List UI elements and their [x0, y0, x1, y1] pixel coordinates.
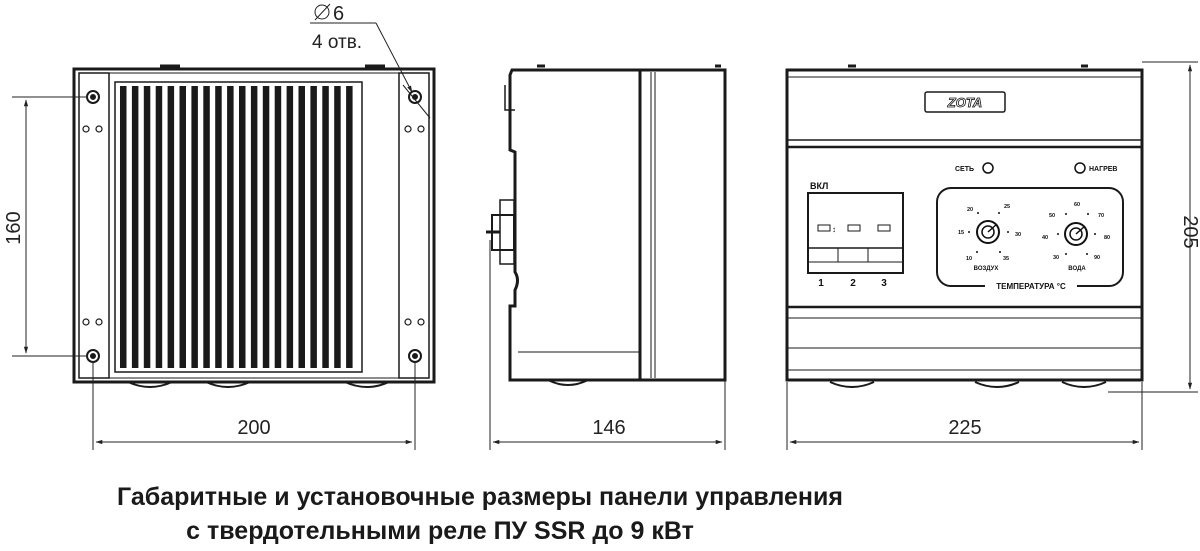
- radiator-fin: [298, 86, 305, 368]
- air-scale-30: 30: [1015, 232, 1021, 238]
- radiator-fin: [250, 86, 258, 368]
- air-scale-25: 25: [1004, 204, 1010, 210]
- caption-line-1: Габаритные и установочные размеры панели…: [117, 483, 843, 511]
- radiator-fin: [274, 86, 282, 368]
- side-view: [486, 64, 727, 386]
- radiator-fin: [286, 86, 294, 368]
- knob-water-label: ВОДА: [1068, 266, 1086, 272]
- radiator-fin: [262, 86, 270, 368]
- water-scale-60: 60: [1074, 202, 1080, 208]
- air-scale-20: 20: [967, 207, 973, 213]
- water-scale-40: 40: [1042, 235, 1048, 241]
- radiator-fin: [346, 86, 353, 368]
- indicator-heating-label: НАГРЕВ: [1089, 166, 1117, 173]
- breaker-pole-1: 1: [818, 278, 824, 289]
- breaker-label: ВКЛ: [810, 181, 828, 191]
- hole-callout: [310, 3, 431, 119]
- indicator-heating-icon: [1074, 162, 1086, 174]
- knob-water-icon: [1064, 222, 1088, 246]
- dimension-depth-side-label: 146: [592, 417, 625, 439]
- hole-count-label: 4 отв.: [312, 32, 362, 53]
- dimension-width-front: [92, 362, 416, 450]
- knob-air-label: ВОЗДУХ: [974, 266, 999, 272]
- radiator-fin: [155, 86, 163, 368]
- dimension-width-right-label: 225: [948, 417, 981, 439]
- breaker-on-mark: ↕: [832, 225, 836, 234]
- dimension-height-right-label: 205: [1179, 215, 1200, 248]
- dimension-height-left: [12, 96, 88, 357]
- dimension-height-right: [1108, 61, 1198, 393]
- water-scale-70: 70: [1098, 213, 1104, 219]
- water-scale-80: 80: [1104, 235, 1110, 241]
- radiator-fin: [322, 86, 329, 368]
- hole-diameter-label: 6: [333, 3, 344, 25]
- dimension-width-right: [786, 382, 1143, 450]
- breaker-pole-3: 3: [881, 278, 887, 289]
- dimension-width-front-label: 200: [237, 417, 270, 439]
- radiator-fin: [191, 86, 198, 368]
- indicator-network-icon: [982, 162, 994, 174]
- breaker-pole-2: 2: [850, 278, 856, 289]
- radiator-fin: [167, 86, 175, 368]
- temperature-label: ТЕМПЕРАТУРА °С: [996, 282, 1066, 291]
- caption-line-2: с твердотельными реле ПУ SSR до 9 кВт: [186, 517, 694, 545]
- water-scale-50: 50: [1049, 213, 1055, 219]
- knob-air-icon: [976, 220, 1000, 244]
- air-scale-35: 35: [1003, 256, 1009, 262]
- radiator-fin: [227, 86, 234, 368]
- water-scale-90: 90: [1094, 255, 1100, 261]
- mounting-hole-icon: [86, 90, 422, 363]
- radiator-fin: [143, 86, 151, 368]
- indicator-network-label: СЕТЬ: [955, 166, 974, 173]
- radiator-fin: [310, 86, 317, 368]
- front-view: [785, 64, 1144, 388]
- water-scale-30: 30: [1053, 255, 1059, 261]
- radiator-fins: [120, 86, 353, 368]
- radiator-fin: [334, 86, 341, 368]
- radiator-fin: [203, 86, 210, 368]
- radiator-fin: [120, 86, 127, 368]
- radiator-fin: [239, 86, 246, 368]
- brand-logo: ZOTA: [947, 95, 982, 110]
- technical-drawing: 160 200 6 4 отв. 146: [3, 3, 1200, 450]
- radiator-fin: [131, 86, 139, 368]
- air-scale-15: 15: [958, 230, 964, 236]
- radiator-fin: [179, 86, 186, 368]
- radiator-fin: [215, 86, 222, 368]
- air-scale-10: 10: [966, 256, 972, 262]
- dimension-height-left-label: 160: [3, 211, 25, 244]
- back-view: [72, 64, 436, 388]
- dimension-depth-side: [489, 240, 726, 450]
